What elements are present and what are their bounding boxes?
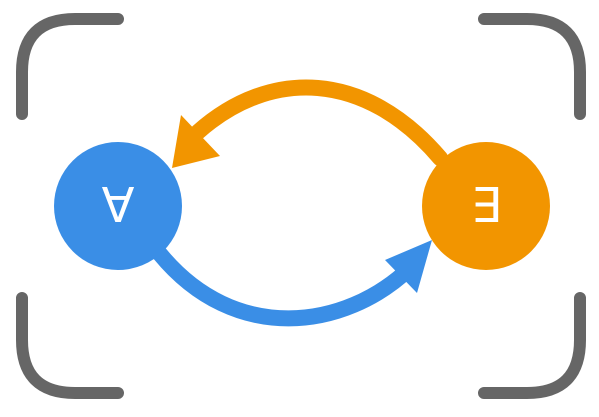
- arrow-exists-to-forall: [172, 79, 448, 168]
- node-forall-circle: [54, 142, 182, 270]
- node-exists-label: ∃: [471, 178, 501, 234]
- node-forall: ∀: [54, 142, 182, 270]
- arrow-shaft: [152, 246, 418, 327]
- arrow-shaft: [190, 79, 448, 166]
- corner-top-right: [478, 13, 586, 120]
- node-forall-label: ∀: [102, 178, 135, 234]
- node-exists-circle: [422, 142, 550, 270]
- arrow-forall-to-exists: [152, 240, 432, 327]
- corner-top-left: [16, 13, 124, 120]
- node-exists: ∃: [422, 142, 550, 270]
- corner-frame: [16, 13, 586, 399]
- arrow-head: [172, 115, 220, 168]
- arrow-head: [385, 240, 432, 293]
- corner-bottom-right: [478, 292, 586, 399]
- corner-bottom-left: [16, 292, 124, 399]
